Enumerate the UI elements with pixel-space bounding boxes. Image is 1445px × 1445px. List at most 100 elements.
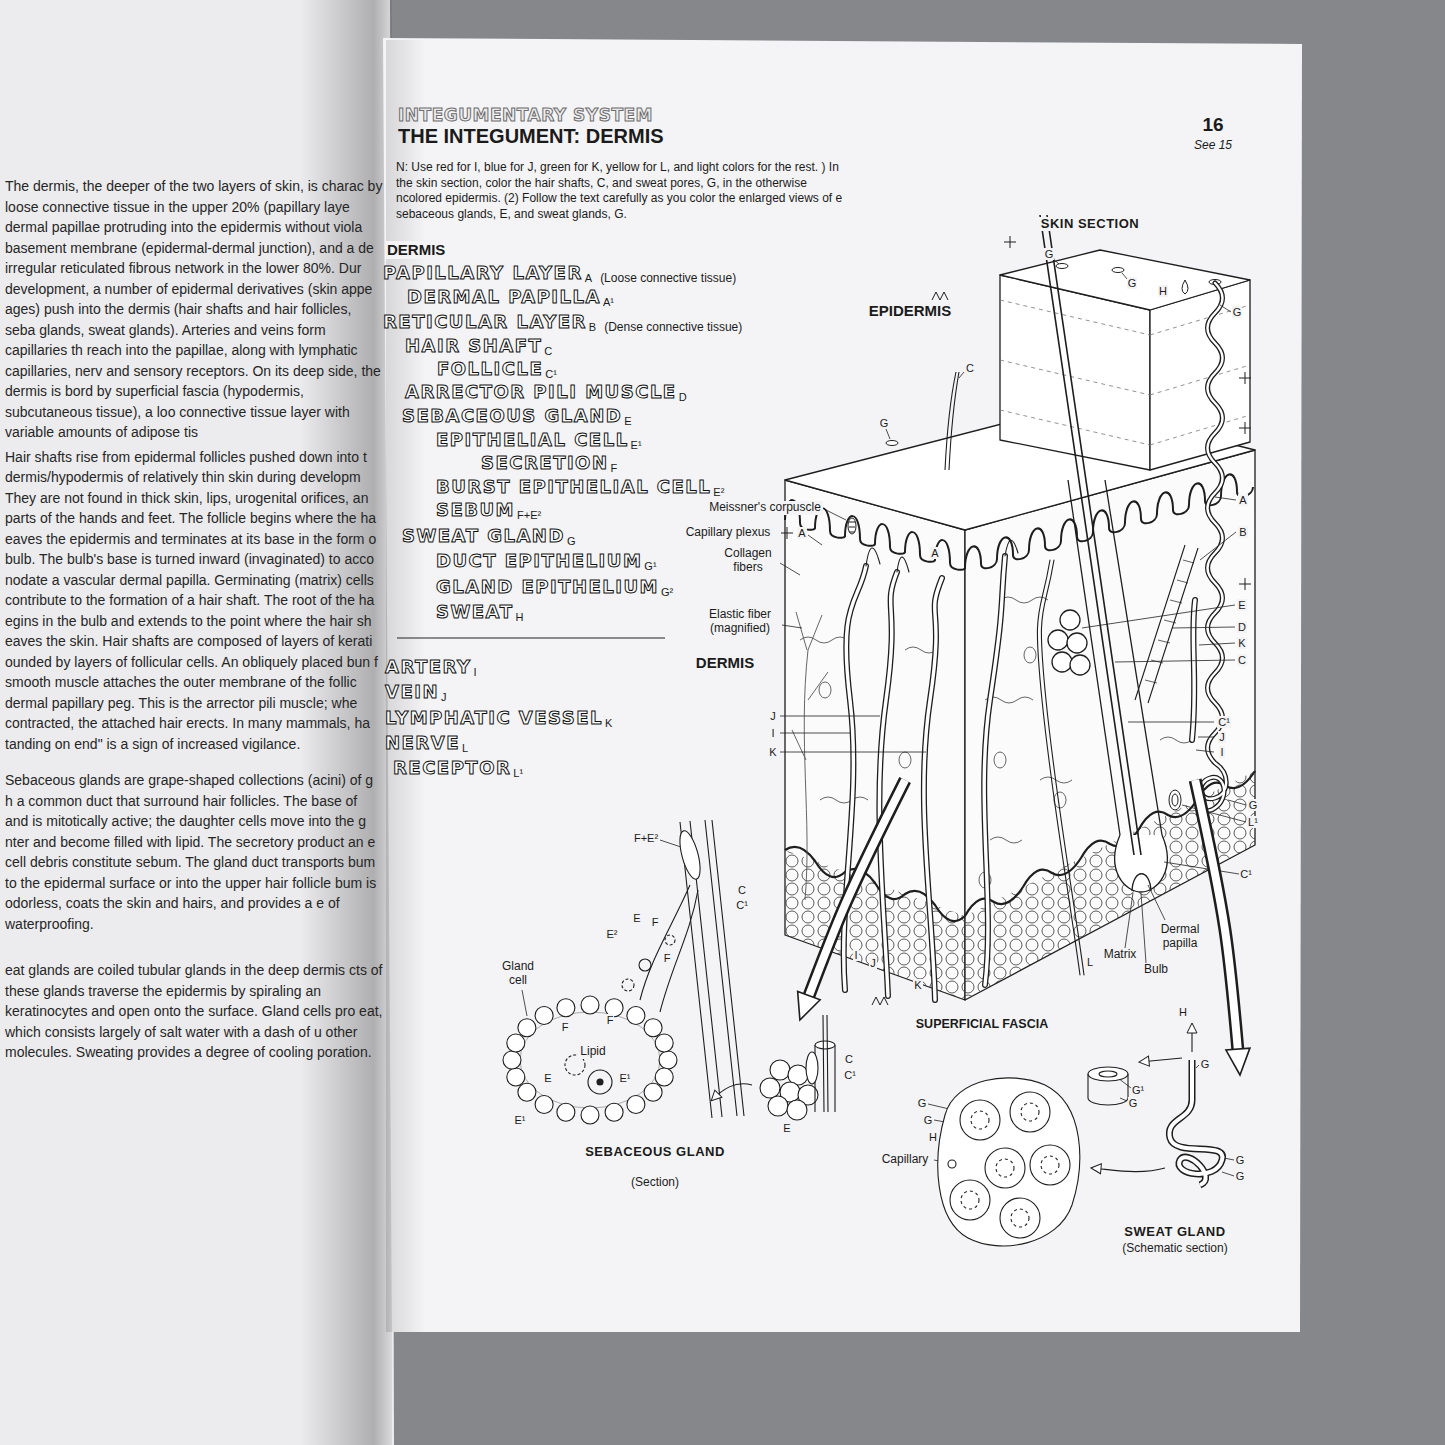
region-label: SUPERFICIAL FASCIA <box>914 1017 1050 1031</box>
blood-vessels <box>984 556 1005 985</box>
color-key-term: RETICULAR LAYER <box>383 312 587 333</box>
sensory-receptors <box>848 518 856 534</box>
hair-follicle <box>1115 835 1168 892</box>
sweat-gland-drawing <box>938 1078 1080 1246</box>
sebaceous-gland-small <box>806 1052 818 1084</box>
blood-vessels <box>1041 560 1084 975</box>
sebaceous-section-drawing <box>644 1019 662 1037</box>
callout-letter: C¹ <box>735 899 749 911</box>
sebaceous-section-drawing <box>518 1019 536 1037</box>
part-label: Capillary plexus <box>684 526 773 540</box>
callout-letter: G <box>917 1097 928 1109</box>
callout-letter: G <box>1200 1058 1211 1070</box>
no-color-symbol <box>1004 236 1016 248</box>
blood-vessels <box>924 578 942 1000</box>
blood-vessels <box>866 540 1084 975</box>
sweat-pores <box>1182 280 1188 294</box>
callout-letter: G <box>1127 277 1138 289</box>
hair-follicle <box>945 372 959 470</box>
term-note: (Loose connective tissue) <box>600 272 736 286</box>
callout-letter: G <box>1128 1097 1139 1109</box>
dermis-texture <box>899 752 911 768</box>
sweat-gland-drawing <box>1140 1058 1182 1062</box>
blood-vessels <box>844 556 1195 1000</box>
part-label: Dermal papilla <box>1156 923 1204 951</box>
page-number: 16 <box>1202 114 1223 136</box>
panel-heading: SWEAT GLAND <box>1122 1225 1227 1240</box>
flow-arrow <box>800 780 905 1020</box>
figure-panel: SEBACEOUS GLAND(Section) <box>580 1020 880 1195</box>
panel-subheading: (Schematic section) <box>1120 1242 1229 1256</box>
callout-letter: K <box>1237 637 1246 649</box>
callout-letter: C <box>737 884 747 896</box>
hair-follicle <box>1132 874 1151 891</box>
blood-vessels <box>844 566 866 990</box>
callout-letter: C <box>844 1053 854 1065</box>
sebaceous-section-drawing <box>676 829 704 881</box>
callout-letter: D <box>1237 621 1247 633</box>
sweat-gland-drawing <box>1011 1209 1029 1227</box>
leader-line <box>780 510 846 628</box>
hair-follicle <box>1052 652 1072 672</box>
skin-block <box>785 405 1255 1000</box>
hair-follicle <box>1040 215 1141 855</box>
raised-epidermis <box>1000 250 1250 310</box>
sweat-gland-drawing <box>1191 1024 1192 1052</box>
sweat-gland-drawing <box>938 1024 1223 1246</box>
sebaceous-gland-small <box>815 1045 835 1112</box>
book-pages <box>0 0 394 1445</box>
callout-letter: E <box>782 1122 791 1134</box>
sweat-gland-drawing <box>1088 1074 1128 1105</box>
sweat-gland-drawing <box>948 1160 956 1168</box>
sebaceous-section-drawing <box>507 1034 525 1052</box>
sebaceous-section-drawing <box>644 1083 662 1101</box>
callout-letter: B <box>1238 526 1247 538</box>
callout-letter: G <box>1232 306 1243 318</box>
blood-vessels <box>1192 600 1195 740</box>
key-letter: F <box>610 462 617 475</box>
callout-letter: E <box>543 1072 552 1084</box>
sebaceous-section-drawing <box>605 1103 623 1121</box>
dermis-texture <box>820 797 868 803</box>
callout-letter: G <box>1235 1170 1246 1182</box>
sweat-gland-drawing <box>961 1103 1059 1227</box>
blood-vessels <box>844 556 1195 1000</box>
sweat-gland-drawing <box>1000 1198 1040 1238</box>
callout-letter: E¹ <box>619 1072 632 1084</box>
sebaceous-gland-small <box>768 1096 788 1116</box>
key-letter: G² <box>661 586 673 599</box>
sebaceous-section-drawing <box>655 1034 673 1052</box>
sweat-duct <box>1199 283 1227 811</box>
sensory-receptors <box>1169 790 1181 810</box>
sebaceous-section-drawing <box>518 1083 536 1101</box>
sweat-gland-drawing <box>1041 1156 1059 1174</box>
callout-letter: G <box>1044 248 1055 260</box>
key-letter: D <box>679 391 687 404</box>
blood-vessels <box>1005 540 1018 556</box>
sebaceous-gland-small <box>787 1100 807 1120</box>
callout-letter: C <box>1237 654 1247 666</box>
hair-follicle <box>1070 655 1090 675</box>
sebaceous-gland-small <box>760 1078 780 1098</box>
sebaceous-section-drawing <box>627 1007 645 1025</box>
hair-follicle <box>1067 633 1087 653</box>
key-letter: A¹ <box>603 296 614 309</box>
key-letter: G¹ <box>644 560 656 573</box>
hair-follicle <box>1048 630 1068 650</box>
key-letter: A <box>585 272 592 285</box>
dermis-texture <box>990 837 1022 843</box>
callout-letter: H <box>928 1131 938 1143</box>
sebaceous-section-drawing <box>535 1096 553 1114</box>
callout-letter: A <box>1238 494 1247 506</box>
sebaceous-gland-small <box>823 1015 828 1112</box>
color-key-term: EPITHELIAL CELL <box>436 430 629 451</box>
sweat-pores <box>886 441 898 446</box>
leader-line <box>1082 497 1236 662</box>
color-key-term: SWEAT <box>436 602 513 623</box>
hair-follicle <box>945 215 1167 892</box>
sebaceous-section-drawing <box>503 820 744 1124</box>
color-key-term: DERMAL PAPILLA <box>407 287 601 308</box>
sebaceous-section-drawing <box>655 1068 673 1086</box>
callout-letter: H <box>1178 1006 1188 1018</box>
